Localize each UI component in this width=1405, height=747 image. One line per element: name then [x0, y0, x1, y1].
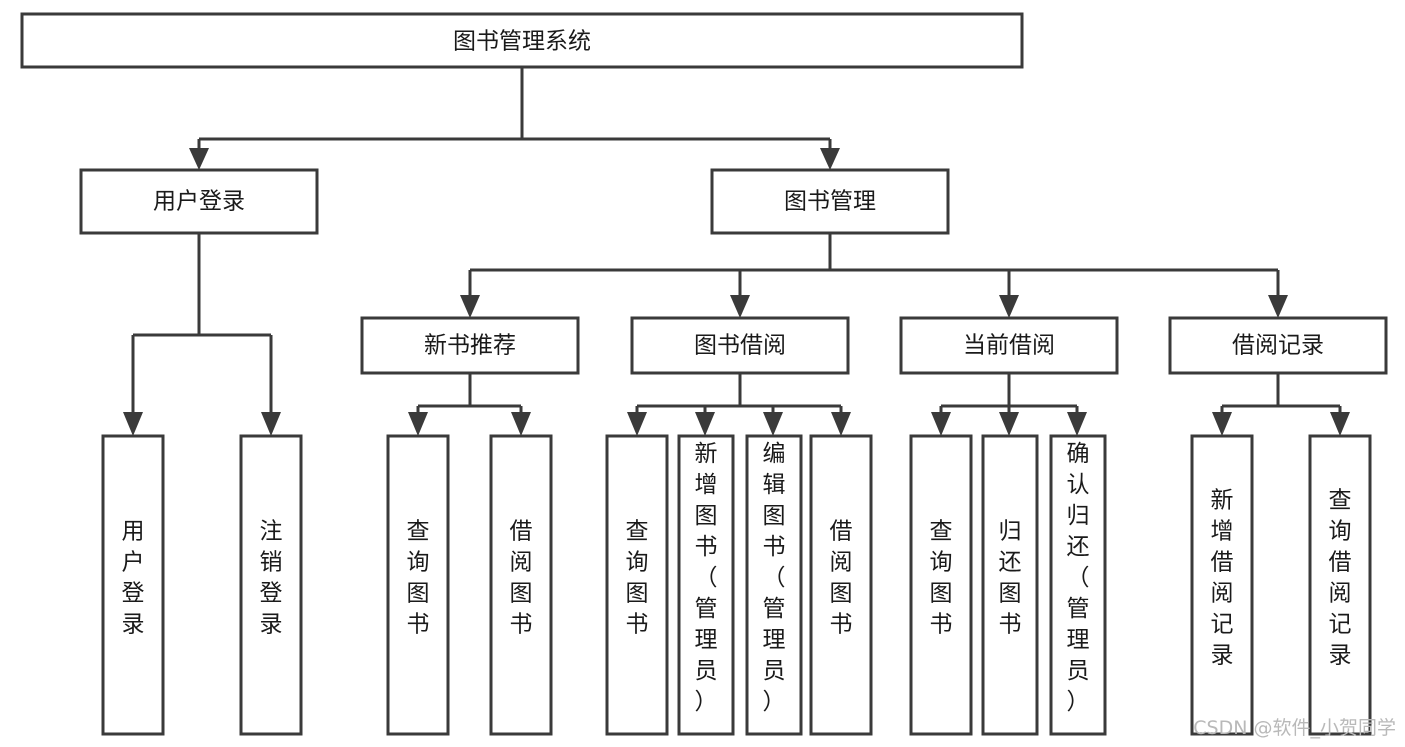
node-user-login-box[interactable]: [79, 168, 319, 235]
node-leaf-query-book-1-box[interactable]: [386, 434, 450, 736]
arrow-head-borrow-record: [1268, 295, 1288, 318]
node-root-label: 图书管理系统: [453, 29, 591, 55]
node-leaf-add-book-admin[interactable]: 新增图书（管理员）: [677, 434, 735, 736]
node-leaf-user-login-label: 用户登录: [122, 519, 145, 638]
node-leaf-query-book-2[interactable]: 查询图书: [605, 434, 669, 736]
arrow-head-leaf-add-borrow-record: [1212, 412, 1232, 436]
arrow-head-leaf-query-book-1: [408, 412, 428, 436]
node-leaf-query-book-1[interactable]: 查询图书: [386, 434, 450, 736]
node-new-book-recommend-label: 新书推荐: [424, 333, 516, 359]
node-leaf-user-login[interactable]: 用户登录: [101, 434, 165, 736]
node-book-management-box[interactable]: [710, 168, 950, 235]
node-leaf-query-borrow-record-box[interactable]: [1308, 434, 1372, 736]
node-current-borrow[interactable]: 当前借阅: [899, 316, 1119, 375]
arrow-head-current-borrow: [999, 295, 1019, 318]
node-leaf-add-book-admin-box[interactable]: [677, 434, 735, 736]
node-leaf-user-login-box[interactable]: [101, 434, 165, 736]
node-new-book-recommend-box[interactable]: [360, 316, 580, 375]
node-leaf-edit-book-admin-label: 编辑图书（管理员）: [763, 441, 786, 715]
node-leaf-borrow-book-2-label: 借阅图书: [830, 519, 853, 638]
node-current-borrow-box[interactable]: [899, 316, 1119, 375]
node-leaf-borrow-book-1-box[interactable]: [489, 434, 553, 736]
node-current-borrow-label: 当前借阅: [963, 333, 1055, 359]
node-leaf-borrow-book-1-label: 借阅图书: [510, 519, 533, 638]
node-new-book-recommend[interactable]: 新书推荐: [360, 316, 580, 375]
node-leaf-logout-login-label: 注销登录: [260, 519, 283, 638]
node-borrow-record-box[interactable]: [1168, 316, 1388, 375]
arrow-head-leaf-borrow-book-1: [511, 412, 531, 436]
node-leaf-confirm-return-admin-label: 确认归还（管理员）: [1067, 441, 1090, 715]
node-leaf-edit-book-admin[interactable]: 编辑图书（管理员）: [745, 434, 803, 736]
node-leaf-borrow-book-2[interactable]: 借阅图书: [809, 434, 873, 736]
arrow-head-leaf-logout-login: [261, 412, 281, 436]
node-leaf-query-book-3[interactable]: 查询图书: [909, 434, 973, 736]
arrow-head-leaf-add-book-admin: [695, 412, 715, 436]
node-user-login[interactable]: 用户登录: [79, 168, 319, 235]
node-book-borrow[interactable]: 图书借阅: [630, 316, 850, 375]
node-leaf-logout-login-box[interactable]: [239, 434, 303, 736]
node-leaf-query-book-1-label: 查询图书: [407, 519, 430, 638]
arrow-head-leaf-user-login: [123, 412, 143, 436]
node-leaf-confirm-return-admin[interactable]: 确认归还（管理员）: [1049, 434, 1107, 736]
node-leaf-add-borrow-record-label: 新增借阅记录: [1211, 488, 1234, 669]
node-root[interactable]: 图书管理系统: [20, 12, 1024, 69]
node-leaf-borrow-book-1[interactable]: 借阅图书: [489, 434, 553, 736]
node-leaf-add-borrow-record-box[interactable]: [1190, 434, 1254, 736]
arrow-head-user-login: [189, 148, 209, 170]
arrow-head-new-book-recommend: [460, 295, 480, 318]
node-leaf-return-book[interactable]: 归还图书: [981, 434, 1039, 736]
node-borrow-record-label: 借阅记录: [1232, 333, 1324, 359]
node-leaf-logout-login[interactable]: 注销登录: [239, 434, 303, 736]
node-leaf-query-book-2-box[interactable]: [605, 434, 669, 736]
node-book-management-label: 图书管理: [784, 189, 876, 215]
arrow-head-leaf-query-borrow-record: [1330, 412, 1350, 436]
arrow-head-leaf-return-book: [999, 412, 1019, 436]
node-user-login-label: 用户登录: [153, 189, 245, 215]
arrow-head-leaf-edit-book-admin: [763, 412, 783, 436]
node-leaf-query-borrow-record[interactable]: 查询借阅记录: [1308, 434, 1372, 736]
node-leaf-borrow-book-2-box[interactable]: [809, 434, 873, 736]
node-leaf-edit-book-admin-box[interactable]: [745, 434, 803, 736]
node-book-borrow-label: 图书借阅: [694, 333, 786, 359]
node-borrow-record[interactable]: 借阅记录: [1168, 316, 1388, 375]
node-leaf-return-book-box[interactable]: [981, 434, 1039, 736]
arrow-head-leaf-confirm-return-admin: [1067, 412, 1087, 436]
node-leaf-query-book-3-label: 查询图书: [930, 519, 953, 638]
node-leaf-query-book-2-label: 查询图书: [626, 519, 649, 638]
connector-layer: [123, 67, 1350, 436]
arrow-head-leaf-query-book-3: [931, 412, 951, 436]
node-book-borrow-box[interactable]: [630, 316, 850, 375]
node-book-management[interactable]: 图书管理: [710, 168, 950, 235]
arrow-head-book-borrow: [730, 295, 750, 318]
watermark-label: CSDN @软件_小贺同学: [1193, 717, 1396, 739]
node-leaf-confirm-return-admin-box[interactable]: [1049, 434, 1107, 736]
arrow-head-leaf-query-book-2: [627, 412, 647, 436]
node-leaf-add-book-admin-label: 新增图书（管理员）: [695, 441, 718, 715]
node-leaf-query-borrow-record-label: 查询借阅记录: [1329, 488, 1352, 669]
arrow-head-leaf-borrow-book-2: [831, 412, 851, 436]
node-leaf-return-book-label: 归还图书: [999, 519, 1022, 638]
node-leaf-query-book-3-box[interactable]: [909, 434, 973, 736]
arrow-head-book-management: [820, 148, 840, 170]
node-leaf-add-borrow-record[interactable]: 新增借阅记录: [1190, 434, 1254, 736]
node-root-box[interactable]: [20, 12, 1024, 69]
